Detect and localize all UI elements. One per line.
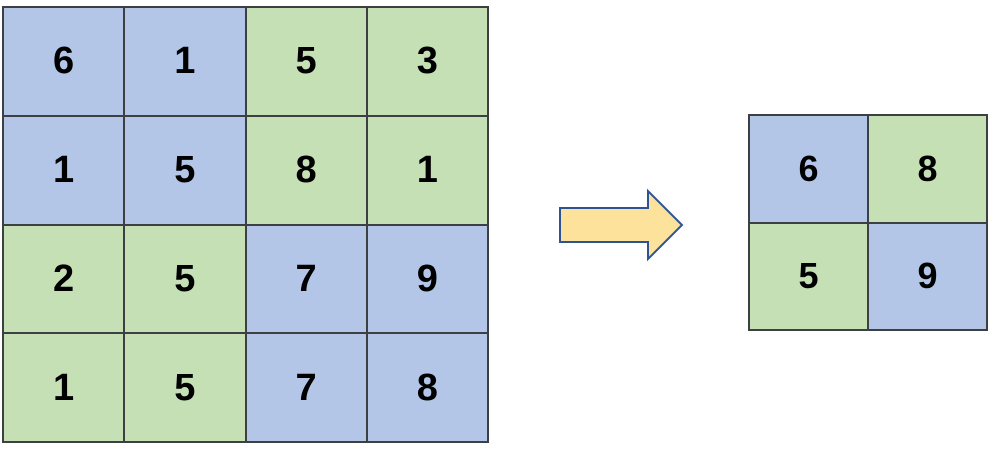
input-grid-cell: 1 <box>367 116 487 224</box>
right-arrow-icon <box>552 184 690 266</box>
input-grid-cell: 7 <box>246 334 366 441</box>
input-grid-cell: 6 <box>4 8 124 115</box>
input-grid-cell: 1 <box>4 334 124 441</box>
input-grid-cell: 5 <box>125 225 245 333</box>
input-grid-cell: 8 <box>367 334 487 441</box>
input-grid-cell: 3 <box>367 8 487 115</box>
arrow-polygon <box>559 188 684 262</box>
input-grid-cell: 5 <box>125 116 245 224</box>
output-grid-cell: 8 <box>869 116 986 222</box>
input-grid-cell: 8 <box>246 116 366 224</box>
input-grid-cell: 9 <box>367 225 487 333</box>
output-grid-cell: 6 <box>750 116 867 222</box>
input-grid-cell: 5 <box>125 334 245 441</box>
input-grid-cell: 1 <box>125 8 245 115</box>
input-grid-cell: 5 <box>246 8 366 115</box>
input-grid-cell: 7 <box>246 225 366 333</box>
output-grid-cell: 5 <box>750 223 867 329</box>
right-arrow-shape <box>559 188 684 262</box>
input-grid-cell: 2 <box>4 225 124 333</box>
input-grid-cell: 1 <box>4 116 124 224</box>
output-grid-cell: 9 <box>869 223 986 329</box>
